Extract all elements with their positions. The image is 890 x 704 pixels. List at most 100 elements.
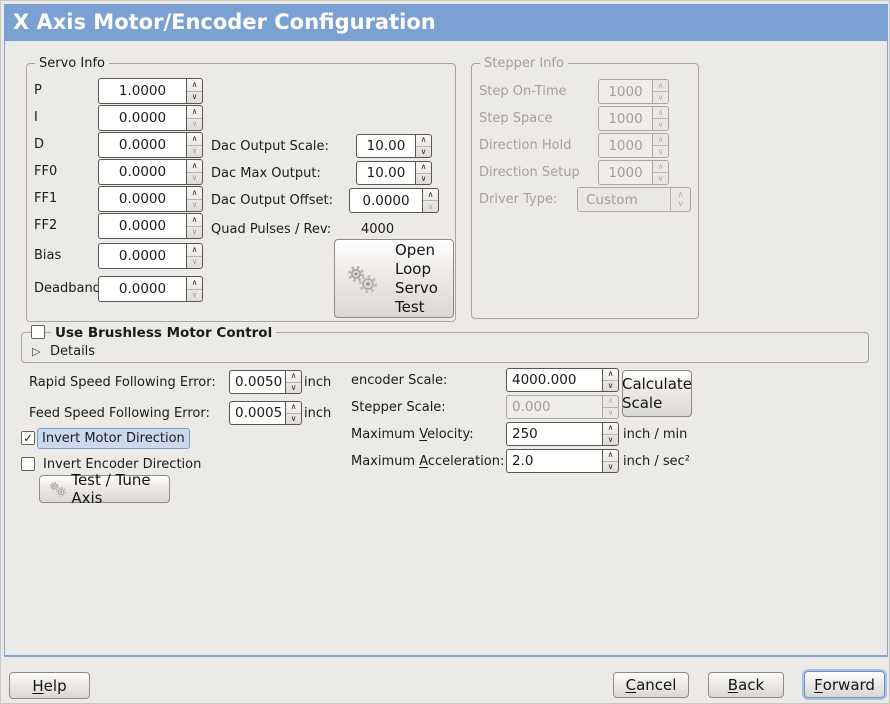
spin-down-icon[interactable]: ∨ — [187, 255, 202, 269]
quad-pulses-label: Quad Pulses / Rev: — [211, 222, 332, 237]
bias-label: Bias — [34, 248, 62, 263]
ff0-spinbox[interactable]: 0.0000 ∧∨ — [98, 159, 203, 185]
spin-up-icon[interactable]: ∧ — [191, 133, 198, 143]
spin-down-icon[interactable]: ∨ — [187, 225, 202, 239]
spin-up-icon[interactable]: ∧ — [427, 189, 434, 199]
feed-following-error-value[interactable]: 0.0005 — [229, 401, 285, 425]
d-spinbox[interactable]: 0.0000 ∧∨ — [98, 132, 203, 158]
rapid-following-error-spinbox[interactable]: 0.0050 ∧∨ — [229, 370, 302, 394]
p-label: P — [34, 83, 42, 98]
spin-up-icon[interactable]: ∧ — [607, 450, 614, 460]
ff0-value[interactable]: 0.0000 — [98, 159, 186, 185]
invert-encoder-direction-label[interactable]: Invert Encoder Direction — [43, 457, 202, 472]
dac-max-output-spinbox[interactable]: 10.00 ∧∨ — [356, 161, 432, 185]
encoder-scale-value[interactable]: 4000.000 — [506, 368, 602, 392]
invert-encoder-direction-checkbox[interactable] — [21, 457, 35, 471]
dac-output-offset-spinbox[interactable]: 0.0000 ∧∨ — [349, 188, 439, 213]
spin-down-icon[interactable]: ∨ — [416, 172, 431, 185]
spin-up-icon[interactable]: ∧ — [191, 277, 198, 287]
direction-setup-spinbox: 1000 ∧∨ — [598, 160, 669, 185]
spin-up-icon[interactable]: ∧ — [191, 244, 198, 254]
i-value[interactable]: 0.0000 — [98, 105, 186, 131]
p-value[interactable]: 1.0000 — [98, 78, 186, 104]
spin-up-icon[interactable]: ∧ — [290, 371, 297, 381]
spin-down-icon[interactable]: ∨ — [286, 412, 301, 425]
spin-up-icon: ∧ — [657, 134, 664, 144]
spin-up-icon[interactable]: ∧ — [420, 135, 427, 145]
open-loop-servo-test-button[interactable]: Open Loop Servo Test — [334, 239, 454, 318]
spin-down-icon[interactable]: ∨ — [603, 379, 618, 392]
ff1-spinbox[interactable]: 0.0000 ∧∨ — [98, 186, 203, 212]
direction-setup-value: 1000 — [598, 160, 652, 185]
spin-down-icon[interactable]: ∨ — [187, 117, 202, 131]
spin-down-icon[interactable]: ∨ — [187, 90, 202, 104]
encoder-scale-spinbox[interactable]: 4000.000 ∧∨ — [506, 368, 619, 392]
spin-down-icon[interactable]: ∨ — [187, 171, 202, 185]
spin-down-icon[interactable]: ∨ — [603, 460, 618, 473]
open-loop-servo-test-label: Open Loop Servo Test — [395, 240, 438, 316]
expander-arrow-icon[interactable]: ▷ — [32, 345, 41, 358]
ff2-spinbox[interactable]: 0.0000 ∧∨ — [98, 213, 203, 239]
rapid-following-error-unit: inch — [304, 375, 332, 390]
step-on-time-label: Step On-Time — [479, 84, 567, 99]
spin-down-icon[interactable]: ∨ — [423, 200, 438, 212]
invert-motor-direction-label[interactable]: Invert Motor Direction — [37, 428, 190, 449]
details-expander-label[interactable]: Details — [50, 344, 96, 359]
spin-down-icon[interactable]: ∨ — [416, 145, 431, 158]
maximum-acceleration-value[interactable]: 2.0 — [506, 449, 602, 473]
spin-up-icon[interactable]: ∧ — [420, 162, 427, 172]
calculate-scale-button[interactable]: Calculate Scale — [622, 370, 692, 417]
maximum-velocity-value[interactable]: 250 — [506, 422, 602, 446]
ff1-label: FF1 — [34, 191, 58, 206]
stepper-info-frame: Stepper Info — [471, 56, 699, 319]
dac-output-offset-value[interactable]: 0.0000 — [349, 188, 422, 213]
deadband-value[interactable]: 0.0000 — [98, 276, 186, 302]
driver-type-value: Custom — [586, 191, 638, 208]
test-tune-axis-label: Test / Tune Axis — [71, 471, 151, 507]
use-brushless-label[interactable]: Use Brushless Motor Control — [51, 325, 277, 341]
dac-output-scale-value[interactable]: 10.00 — [356, 134, 415, 158]
spin-down-icon: ∨ — [653, 91, 668, 103]
invert-motor-direction-checkbox[interactable]: ✓ — [21, 431, 35, 445]
direction-hold-spinbox: 1000 ∧∨ — [598, 133, 669, 158]
spin-up-icon[interactable]: ∧ — [290, 402, 297, 412]
spin-up-icon[interactable]: ∧ — [191, 214, 198, 224]
spin-down-icon: ∨ — [603, 406, 618, 419]
spin-up-icon[interactable]: ∧ — [191, 79, 198, 89]
driver-type-combobox: Custom ∧∨ — [577, 187, 691, 212]
ff2-value[interactable]: 0.0000 — [98, 213, 186, 239]
spin-up-icon[interactable]: ∧ — [191, 160, 198, 170]
spin-down-icon[interactable]: ∨ — [286, 381, 301, 394]
spin-down-icon[interactable]: ∨ — [187, 198, 202, 212]
spin-up-icon[interactable]: ∧ — [607, 423, 614, 433]
stepper-info-legend: Stepper Info — [480, 56, 568, 71]
use-brushless-checkbox[interactable] — [31, 325, 45, 339]
spin-up-icon[interactable]: ∧ — [191, 187, 198, 197]
spin-down-icon[interactable]: ∨ — [603, 433, 618, 446]
maximum-acceleration-spinbox[interactable]: 2.0 ∧∨ — [506, 449, 619, 473]
rapid-following-error-value[interactable]: 0.0050 — [229, 370, 285, 394]
test-tune-axis-button[interactable]: Test / Tune Axis — [39, 471, 170, 507]
bias-spinbox[interactable]: 0.0000 ∧∨ — [98, 243, 203, 269]
ff2-label: FF2 — [34, 218, 58, 233]
spin-up-icon: ∧ — [607, 396, 614, 406]
d-value[interactable]: 0.0000 — [98, 132, 186, 158]
p-spinbox[interactable]: 1.0000 ∧∨ — [98, 78, 203, 104]
feed-following-error-spinbox[interactable]: 0.0005 ∧∨ — [229, 401, 302, 425]
spin-up-icon[interactable]: ∧ — [607, 369, 614, 379]
i-spinbox[interactable]: 0.0000 ∧∨ — [98, 105, 203, 131]
dac-max-output-value[interactable]: 10.00 — [356, 161, 415, 185]
spin-up-icon[interactable]: ∧ — [191, 106, 198, 116]
spin-down-icon[interactable]: ∨ — [187, 288, 202, 302]
maximum-velocity-spinbox[interactable]: 250 ∧∨ — [506, 422, 619, 446]
stepper-scale-spinbox: 0.000 ∧∨ — [506, 395, 619, 419]
dac-output-scale-spinbox[interactable]: 10.00 ∧∨ — [356, 134, 432, 158]
ff1-value[interactable]: 0.0000 — [98, 186, 186, 212]
spin-down-icon[interactable]: ∨ — [187, 144, 202, 158]
bias-value[interactable]: 0.0000 — [98, 243, 186, 269]
deadband-spinbox[interactable]: 0.0000 ∧∨ — [98, 276, 203, 302]
